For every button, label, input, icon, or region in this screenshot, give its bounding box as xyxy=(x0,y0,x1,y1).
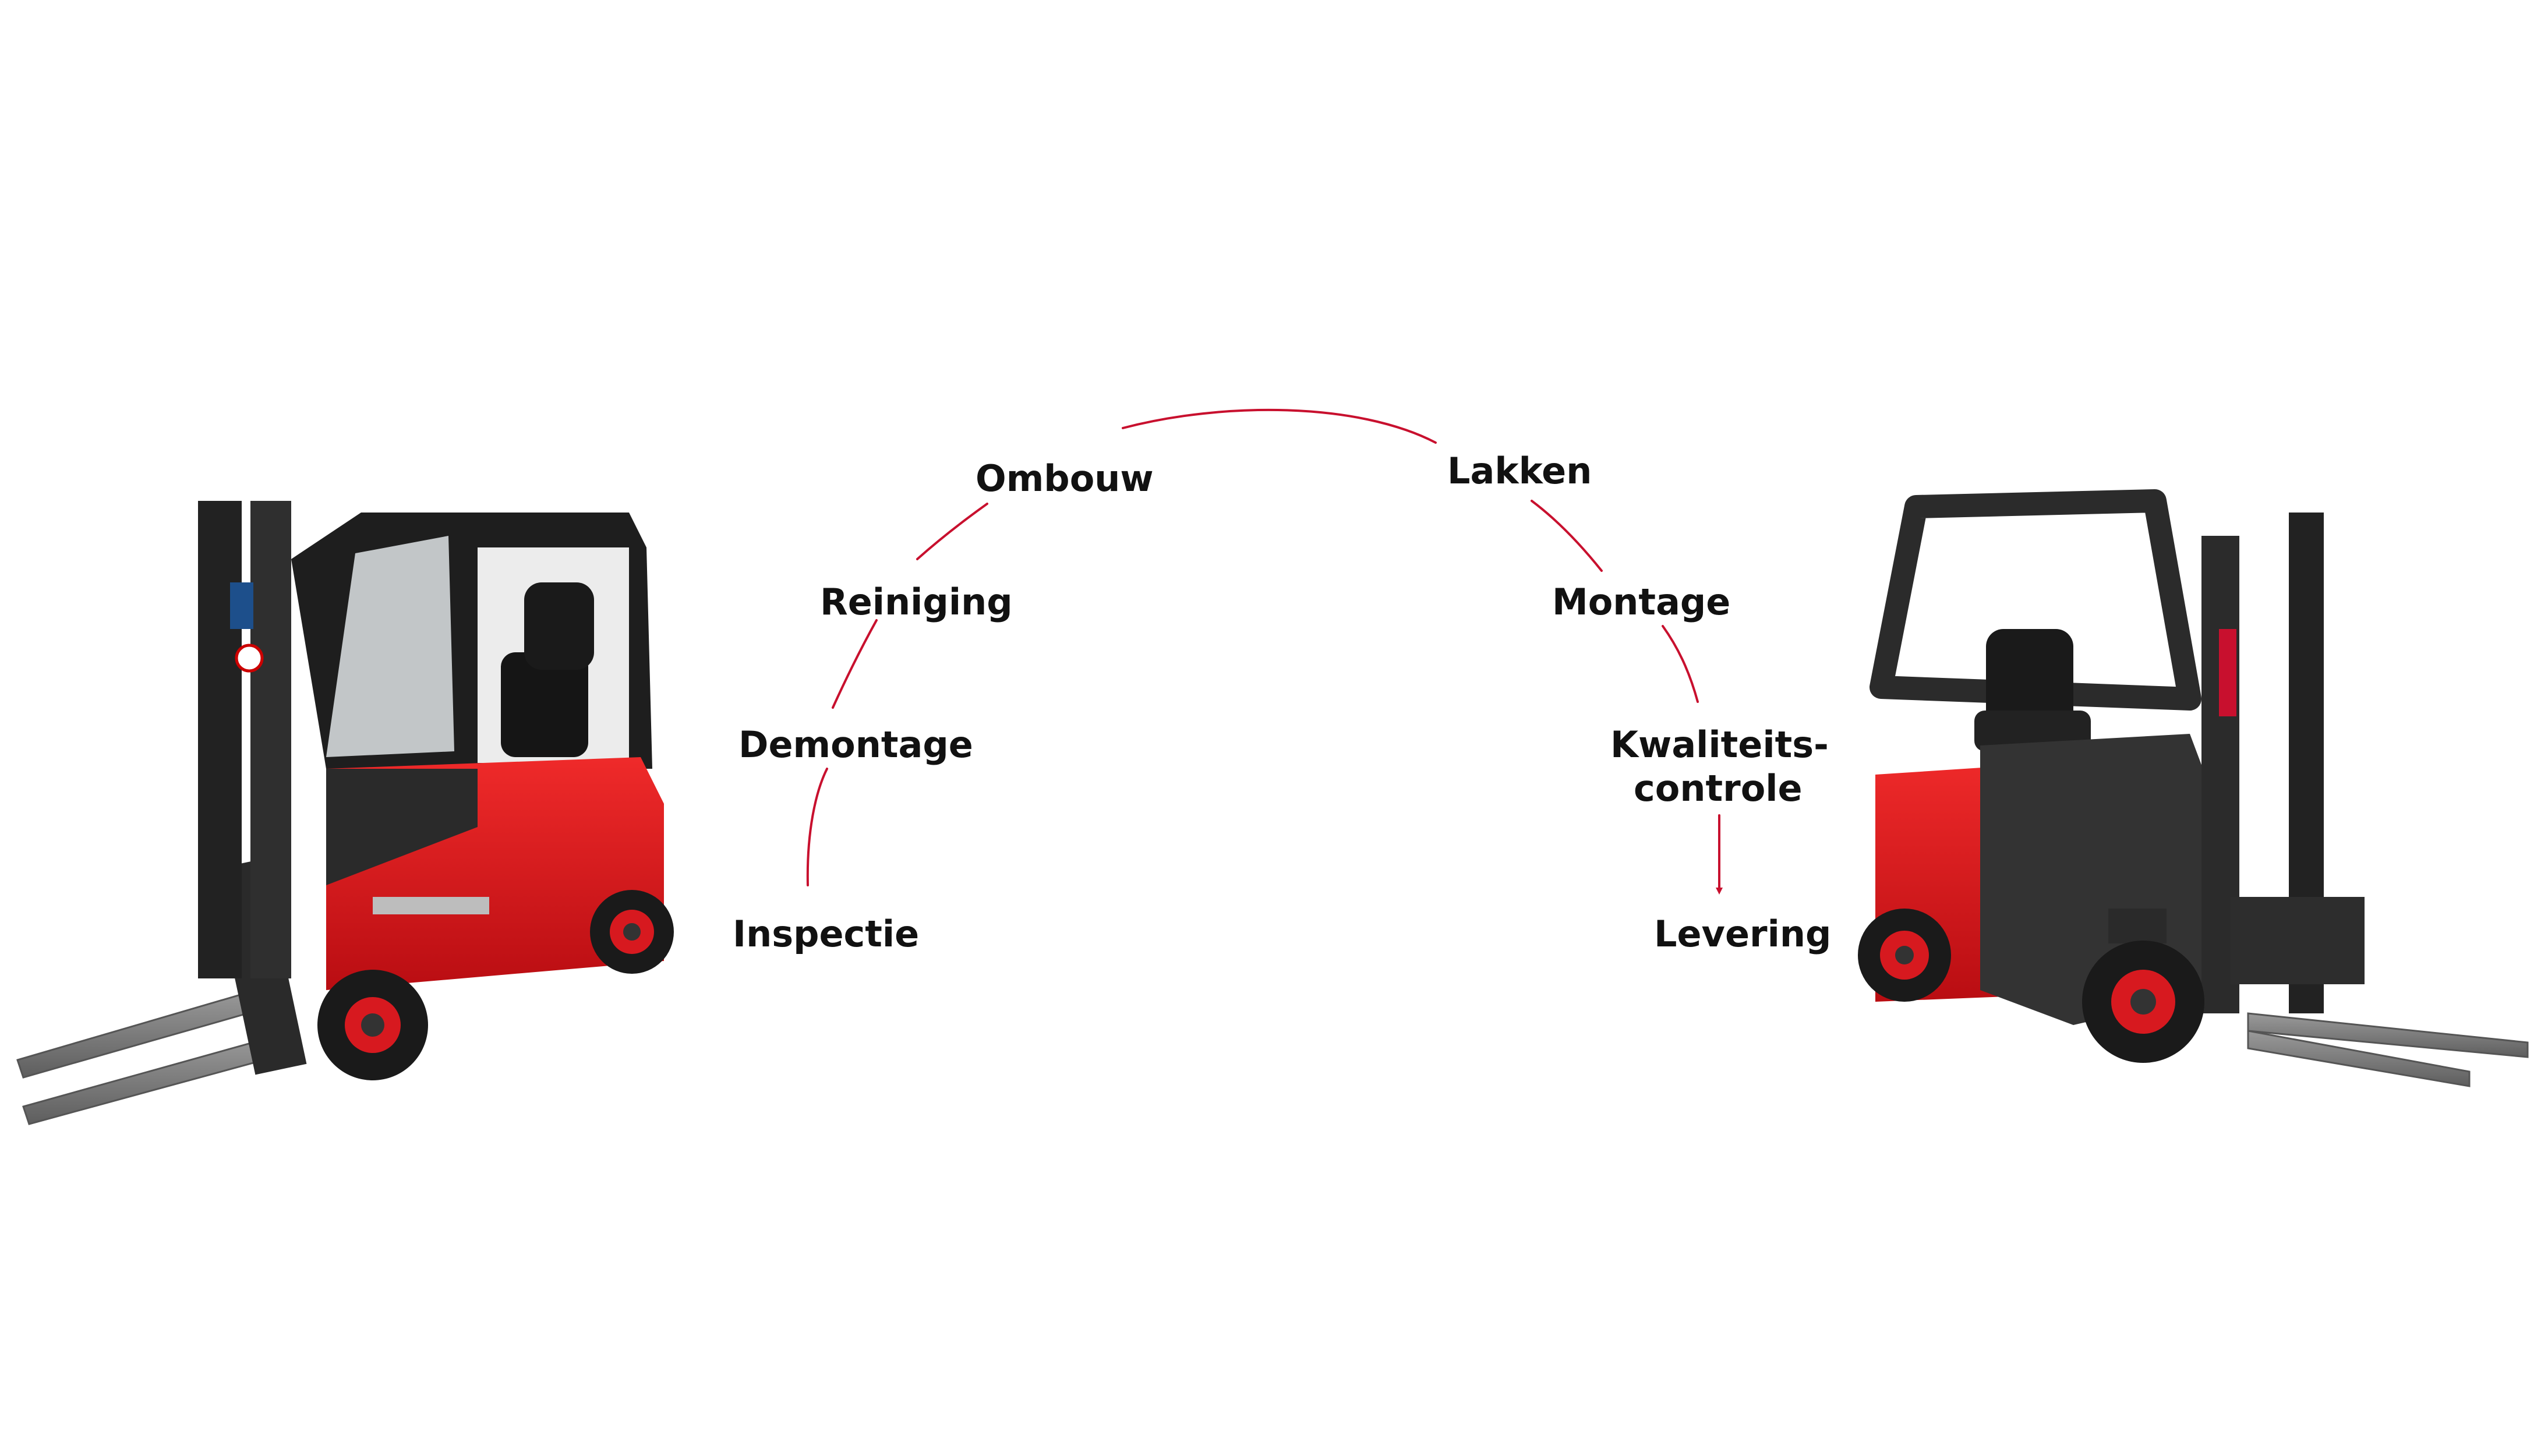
forklift-after-icon xyxy=(1858,489,2529,1087)
step-label-levering: Levering xyxy=(1654,913,1831,955)
step-label-montage: Montage xyxy=(1552,581,1730,623)
step-label-ombouw: Ombouw xyxy=(976,457,1154,500)
arc-segment-reiniging-ombouw xyxy=(916,503,988,560)
step-label-demontage: Demontage xyxy=(738,723,973,766)
process-steps: Inspectie Demontage Reiniging Ombouw Lak… xyxy=(733,450,1831,955)
process-arc xyxy=(806,408,1723,895)
forklift-before-icon xyxy=(16,501,674,1125)
arc-segment-montage-kwaliteit xyxy=(1662,625,1699,703)
arc-segment-ombouw-lakken xyxy=(1122,408,1437,444)
step-label-lakken: Lakken xyxy=(1447,450,1592,492)
arc-segment-demontage-reiniging xyxy=(832,619,878,709)
arc-segment-lakken-montage xyxy=(1531,500,1603,572)
arc-segment-inspectie-demontage xyxy=(806,768,828,886)
step-label-reiniging: Reiniging xyxy=(820,581,1013,623)
step-label-kwaliteitscontrole-line2: controle xyxy=(1634,767,1803,810)
step-label-kwaliteitscontrole-line1: Kwaliteits- xyxy=(1610,723,1829,766)
step-label-inspectie: Inspectie xyxy=(733,913,919,955)
